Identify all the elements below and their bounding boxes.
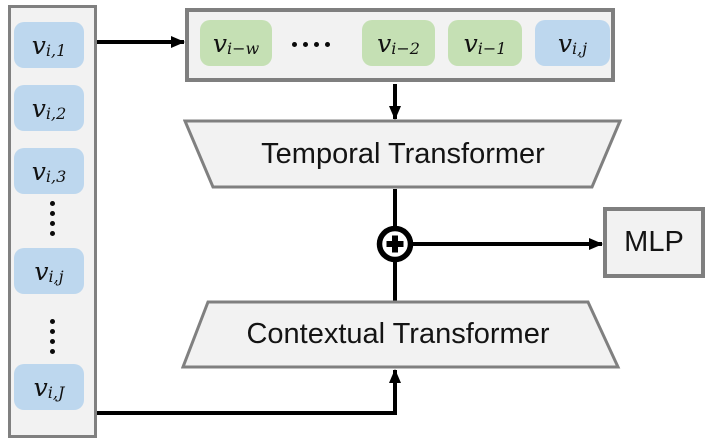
token-label: v (463, 28, 478, 58)
horizontal-ellipsis-icon (292, 42, 330, 47)
token-label: v (31, 30, 46, 60)
token-subscript: i,J (47, 383, 65, 403)
mlp-box: MLP (603, 207, 705, 278)
token-subscript: i,3 (45, 167, 67, 187)
sum-node-icon (376, 225, 414, 263)
mlp-label: MLP (624, 226, 684, 258)
temporal-transformer-label: Temporal Transformer (261, 137, 545, 170)
token-subscript: i−w (226, 39, 260, 59)
token-subscript: i−2 (391, 39, 420, 59)
token-label: v (557, 28, 572, 58)
arrow-column-to-contextual (97, 369, 401, 415)
token-label: v (33, 372, 48, 402)
token-subscript: i,j (571, 39, 588, 59)
contextual-transformer-shape (181, 300, 621, 369)
token-label: v (34, 256, 49, 286)
token-label: v (212, 28, 227, 58)
vertical-ellipsis-icon (50, 201, 55, 236)
token-subscript: i,2 (45, 104, 67, 124)
contextual-transformer-label: Contextual Transformer (246, 318, 550, 350)
token-label: v (377, 28, 392, 58)
vertical-ellipsis-icon (50, 319, 55, 354)
token-subscript: i−1 (477, 39, 507, 59)
temporal-transformer-shape (183, 119, 623, 189)
token-label: v (31, 93, 46, 123)
token-subscript: i,1 (45, 41, 67, 61)
token-subscript: i,j (48, 267, 64, 287)
token-label: v (31, 156, 46, 186)
